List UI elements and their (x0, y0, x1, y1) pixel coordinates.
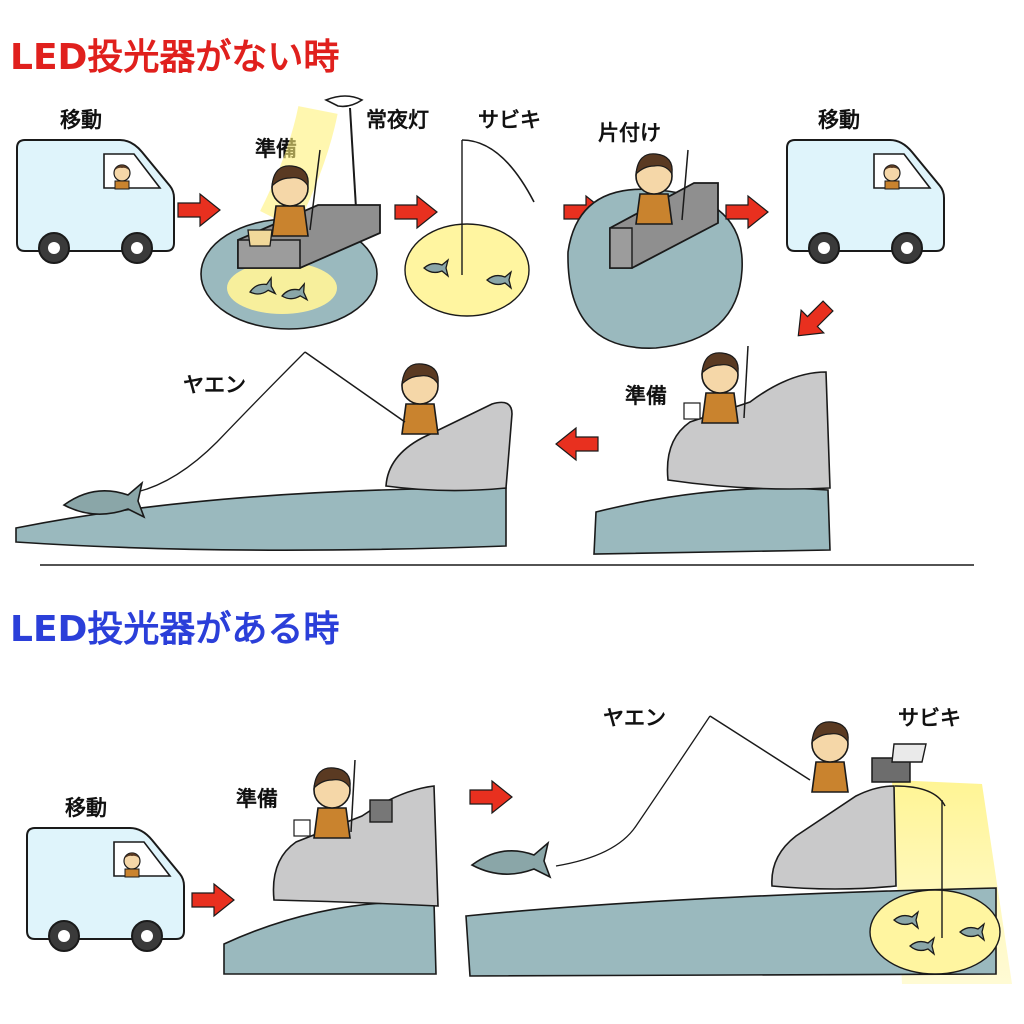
van-icon-3 (26, 827, 185, 952)
van-icon-2 (786, 139, 945, 264)
sabiki-scene-1 (404, 139, 535, 317)
arrow-icon-1 (177, 193, 221, 227)
label-sabiki-2: サビキ (898, 706, 961, 730)
van-icon-1 (16, 139, 175, 264)
label-move-1: 移動 (60, 108, 102, 132)
prep-pier-scene (200, 95, 381, 330)
cleanup-scene (567, 149, 743, 349)
heading-with-led: LED投光器がある時 (10, 609, 340, 650)
arrow-icon-4 (725, 195, 769, 229)
arrow-icon-8 (469, 780, 513, 814)
label-move-3: 移動 (65, 796, 107, 820)
yaen-with-led-scene (465, 715, 1012, 984)
arrow-icon-5 (786, 294, 840, 348)
label-streetlight: 常夜灯 (366, 108, 429, 132)
label-prep-2: 準備 (625, 384, 667, 408)
prep-rock-scene-2 (593, 345, 831, 555)
label-sabiki-1: サビキ (478, 108, 541, 132)
label-prep-3: 準備 (236, 787, 278, 811)
label-move-2: 移動 (818, 108, 860, 132)
yaen-scene-1 (15, 351, 513, 551)
prep-rock-scene-3 (223, 759, 439, 975)
label-cleanup: 片付け (598, 121, 661, 145)
arrow-icon-2 (394, 195, 438, 229)
label-yaen-1: ヤエン (183, 373, 246, 397)
arrow-icon-7 (191, 883, 235, 917)
heading-without-led: LED投光器がない時 (10, 37, 340, 78)
arrow-icon-6 (555, 427, 599, 461)
label-yaen-2: ヤエン (603, 706, 666, 730)
